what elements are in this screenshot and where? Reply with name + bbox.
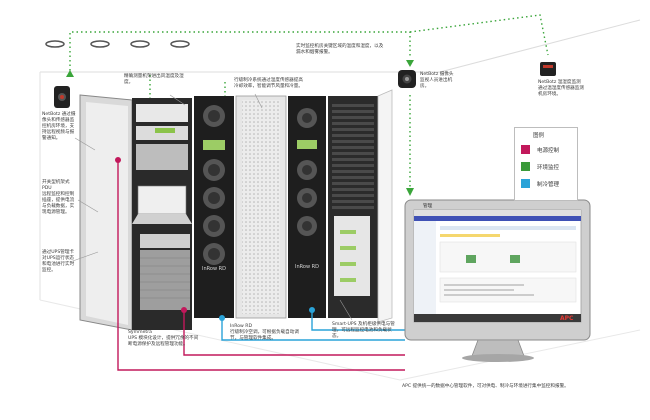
- server-rack-right: [328, 96, 378, 318]
- arrow-down-icon: [406, 188, 414, 196]
- note-inrow-rd-desc: 行级制冷空调，可根据负载自动调节，与管理软件集成。: [230, 330, 299, 341]
- note-symmetra: Symmetra UPS 模块化设计，提供冗余的不间断电源保护及远程管理功能。: [128, 330, 200, 348]
- legend-title: 图例: [533, 133, 545, 139]
- arrow-up-icon: [66, 70, 74, 77]
- note-smart-ups: Smart-UPS 及机柜级供电与管理，可远程监控电池和负载状态。: [332, 322, 395, 339]
- note-rpdu-desc: 远程监控和控制插座，提供电流与负载数据，实现电源管理。: [42, 192, 75, 215]
- software-title: 管理: [423, 202, 433, 209]
- power-control-lines: [117, 160, 405, 371]
- inrow-rd-unit-2: InRow RD: [288, 96, 326, 318]
- legend-label: 电源控制: [537, 148, 560, 154]
- note-rpdu: 开关型机架式PDU 远程监控和控制插座，提供电流与负载数据，实现电源管理。: [42, 180, 76, 216]
- cooling-management-lines: [221, 310, 405, 341]
- power-node: [115, 157, 121, 163]
- cooling-node: [309, 307, 315, 313]
- note-symmetra-desc: UPS 模块化设计，提供冗余的不间断电源保护及远程管理功能。: [128, 336, 199, 347]
- inrow-label-2: InRow RD: [295, 264, 319, 270]
- note-bottom: APC 提供统一的数据中心管理软件，可对供电、制冷与环境进行集中监控和报警。: [402, 384, 569, 389]
- note-netbotz-room-desc: 通过温湿度传感器监测机房环境。: [538, 86, 584, 97]
- legend-swatch: [521, 145, 530, 154]
- inrow-label-1: InRow RD: [202, 266, 226, 272]
- note-netbotz-left: NetBotz 通过摄像头和传感器监控机房环境，支持远程视频与报警通知。: [42, 112, 76, 141]
- note-cooling-top: 精确测量机架进出风温度及湿度。: [124, 74, 184, 85]
- leader-lines: [69, 93, 353, 321]
- note-netbotz-room: NetBotz 温湿度监测 通过温湿度传感器监测机房环境。: [538, 80, 588, 98]
- note-inrow-rd: InRow RD 行级制冷空调，可根据负载自动调节，与管理软件集成。: [230, 324, 304, 342]
- note-row-cooling: 行级制冷系统通过温度传感器提高冷却效率，智能调节风量和冷量。: [234, 78, 303, 89]
- right-rack-door: [377, 89, 393, 323]
- server-rack-middle: [235, 95, 287, 319]
- legend-swatch: [521, 162, 530, 171]
- management-monitor: APC 管理: [404, 199, 591, 362]
- netbotz-room-device: [540, 62, 556, 76]
- apc-logo: APC: [560, 315, 574, 322]
- note-rpdu-title: 开关型机架式PDU: [42, 180, 70, 191]
- inrow-rd-unit-1: InRow RD: [194, 96, 234, 318]
- legend-swatch: [521, 179, 530, 188]
- legend-label: 制冷管理: [537, 182, 560, 188]
- power-node: [181, 307, 187, 313]
- arrow-down-icon: [406, 60, 414, 67]
- note-netbotz-camera-desc: 监视人员进出机房。: [420, 78, 453, 89]
- note-inrow-rd-title: InRow RD: [230, 324, 253, 329]
- note-netbotz-camera-title: NetBotz 摄像头: [420, 72, 454, 77]
- legend: 图例 电源控制 环境监控 制冷管理: [514, 127, 578, 201]
- left-rack: [79, 94, 192, 331]
- legend-label: 环境监控: [537, 165, 560, 171]
- note-netbotz-camera: NetBotz 摄像头 监视人员进出机房。: [420, 72, 460, 90]
- ceiling-lights: [45, 40, 190, 48]
- note-symmetra-title: Symmetra: [128, 330, 152, 335]
- note-netbotz-room-title: NetBotz 温湿度监测: [538, 80, 581, 85]
- netbotz-camera-device: [398, 70, 416, 88]
- cooling-node: [219, 315, 225, 321]
- note-ups-left: 通过UPS管理卡对UPS运行状态和电池进行实时监控。: [42, 250, 75, 273]
- note-ceiling-sensor: 实时监控机房关键区域的温度和湿度，以及漏水和烟雾报警。: [296, 44, 384, 55]
- netbotz-left-device: [54, 86, 70, 108]
